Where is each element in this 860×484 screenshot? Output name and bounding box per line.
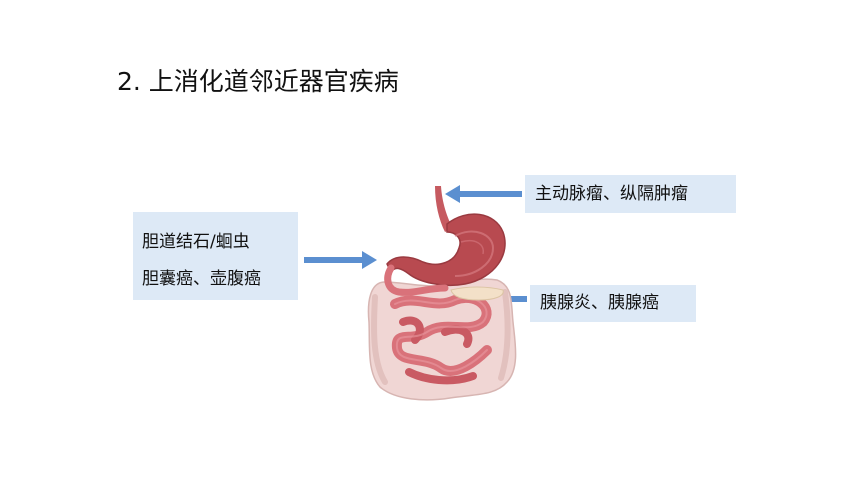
label-biliary: 胆道结石/蛔虫 胆囊癌、壶腹癌	[133, 212, 298, 300]
label-biliary-line2: 胆囊癌、壶腹癌	[142, 269, 261, 289]
slide-title: 2. 上消化道邻近器官疾病	[117, 67, 399, 96]
label-aortic: 主动脉瘤、纵隔肿瘤	[525, 175, 736, 213]
label-pancreas: 胰腺炎、胰腺癌	[530, 285, 696, 322]
digestive-tract-illustration	[367, 186, 517, 401]
label-biliary-line1: 胆道结石/蛔虫	[142, 232, 250, 252]
arrow-right-icon	[304, 251, 377, 269]
arrow-left-icon	[445, 185, 522, 203]
